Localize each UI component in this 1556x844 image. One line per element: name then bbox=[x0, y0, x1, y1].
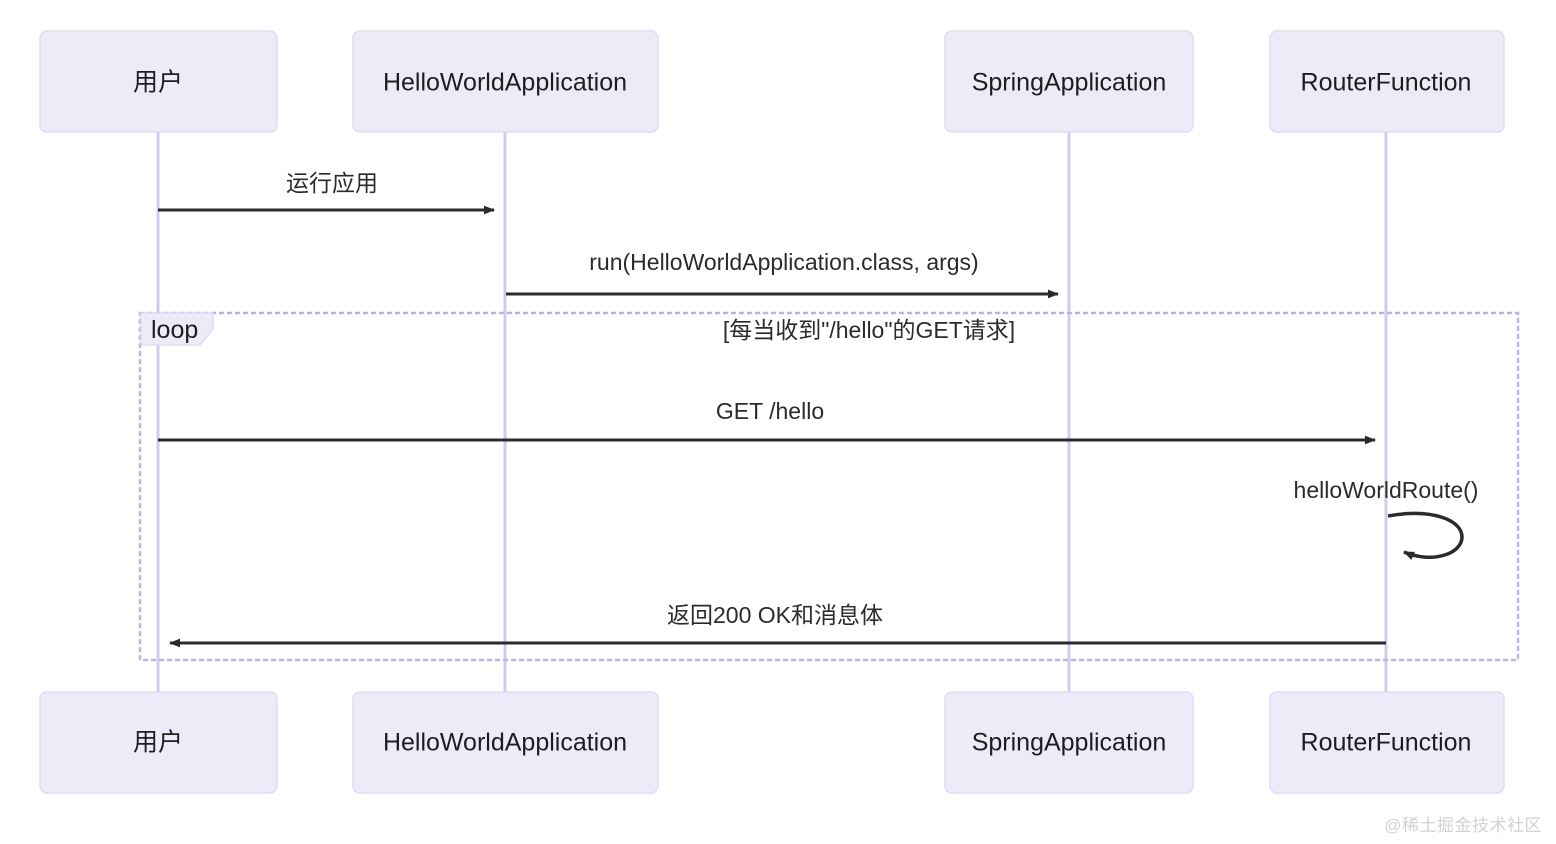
participant-label-app-top: HelloWorldApplication bbox=[383, 69, 627, 97]
message-run-app: 运行应用 bbox=[158, 170, 495, 215]
participant-box-router-bottom[interactable] bbox=[1269, 691, 1505, 794]
loop-condition-label: [每当收到"/hello"的GET请求] bbox=[723, 317, 1015, 343]
participant-box-app-bottom[interactable] bbox=[352, 691, 659, 794]
participant-box-user-bottom[interactable] bbox=[39, 691, 278, 794]
loop-frame-border bbox=[138, 311, 1520, 662]
participants-bottom: 用户 HelloWorldApplication SpringApplicati… bbox=[39, 691, 1505, 794]
participant-label-spring-bottom: SpringApplication bbox=[972, 729, 1167, 757]
message-label-run-app: 运行应用 bbox=[286, 170, 378, 196]
message-spring-run: run(HelloWorldApplication.class, args) bbox=[506, 249, 1059, 299]
message-label-spring-run: run(HelloWorldApplication.class, args) bbox=[589, 249, 978, 275]
participant-box-spring-top[interactable] bbox=[944, 30, 1194, 133]
message-get-hello: GET /hello bbox=[158, 398, 1376, 445]
message-return-200: 返回200 OK和消息体 bbox=[169, 602, 1386, 648]
message-arc-self-route bbox=[1387, 511, 1464, 560]
message-label-return-200: 返回200 OK和消息体 bbox=[667, 602, 883, 628]
message-label-self-route: helloWorldRoute() bbox=[1294, 477, 1479, 503]
participant-box-user-top[interactable] bbox=[39, 30, 278, 133]
participant-box-app-top[interactable] bbox=[352, 30, 659, 133]
participant-box-spring-bottom[interactable] bbox=[944, 691, 1194, 794]
participant-label-router-bottom: RouterFunction bbox=[1301, 729, 1472, 757]
participant-label-user-bottom: 用户 bbox=[133, 729, 183, 757]
loop-fragment: loop [每当收到"/hello"的GET请求] bbox=[138, 311, 1520, 662]
message-self-route: helloWorldRoute() bbox=[1294, 477, 1479, 560]
loop-tag-label: loop bbox=[151, 316, 198, 344]
loop-tag-shape bbox=[140, 312, 214, 346]
participant-label-user-top: 用户 bbox=[133, 69, 183, 97]
watermark: @稀土掘金技术社区 bbox=[1384, 816, 1542, 835]
participants-top: 用户 HelloWorldApplication SpringApplicati… bbox=[39, 30, 1505, 133]
participant-label-router-top: RouterFunction bbox=[1301, 69, 1472, 97]
participant-box-router-top[interactable] bbox=[1269, 30, 1505, 133]
participant-label-spring-top: SpringApplication bbox=[972, 69, 1167, 97]
participant-label-app-bottom: HelloWorldApplication bbox=[383, 729, 627, 757]
message-label-get-hello: GET /hello bbox=[716, 398, 824, 424]
lifelines bbox=[156, 132, 1388, 692]
